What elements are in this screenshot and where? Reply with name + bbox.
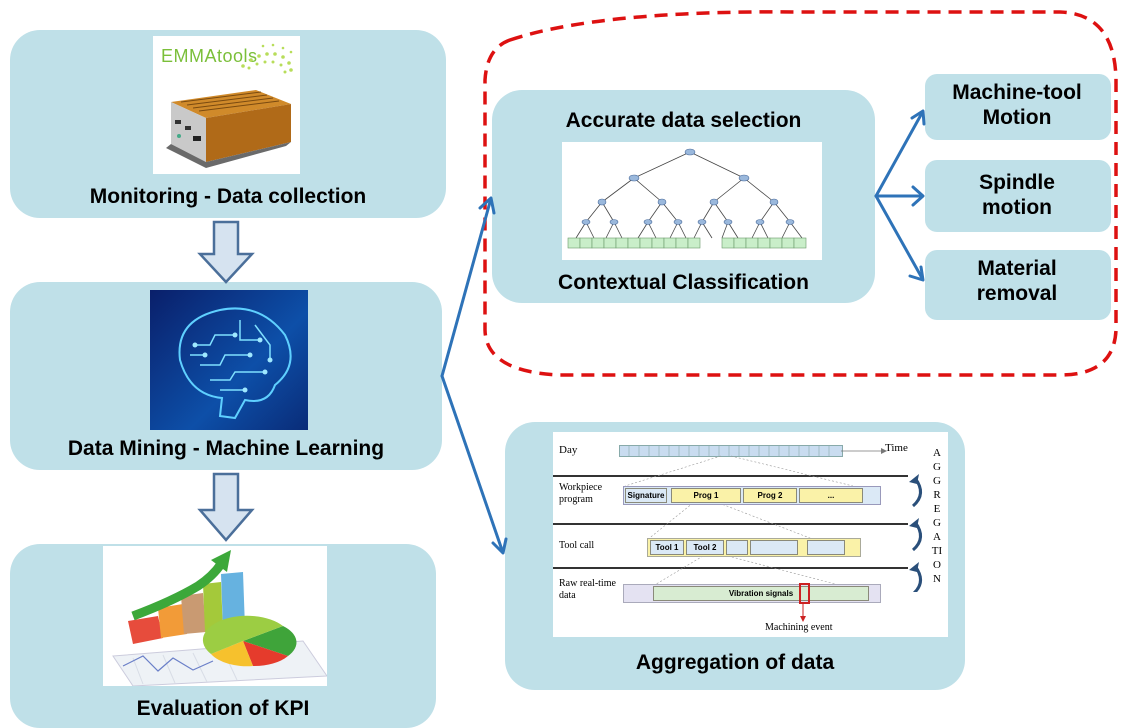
row-label-day: Day xyxy=(559,444,578,456)
emma-logo: EMMAtools xyxy=(161,46,258,66)
logo-swirl-icon xyxy=(241,43,293,74)
brain-circuit-image xyxy=(150,290,308,430)
brain-circuit-icon xyxy=(178,307,292,420)
classification-label: Contextual Classification xyxy=(558,271,809,294)
aggregation-loop-arrows-icon xyxy=(909,474,922,592)
aggregation-side-word: AGGREGATION xyxy=(931,447,943,585)
seg-tool5 xyxy=(807,540,845,555)
output-box-machine-tool-motion xyxy=(925,74,1111,140)
seg-tool4 xyxy=(750,540,798,555)
time-label: Time xyxy=(885,442,908,454)
down-arrow-2-icon xyxy=(197,472,255,542)
event-label: Machining event xyxy=(765,622,833,633)
emma-device-image: EMMAtools xyxy=(153,36,300,174)
seg-tool3 xyxy=(726,540,748,555)
monitoring-label: Monitoring - Data collection xyxy=(89,185,367,208)
aggregation-diagram: Day Time Workpiece program Signature Pro… xyxy=(553,432,948,637)
event-arrow-icon xyxy=(800,602,806,622)
classification-title: Accurate data selection xyxy=(565,109,802,132)
seg-prog2: Prog 2 xyxy=(743,488,797,503)
aggregation-label: Aggregation of data xyxy=(635,651,835,674)
kpi-label: Evaluation of KPI xyxy=(136,697,310,720)
seg-prog1: Prog 1 xyxy=(671,488,741,503)
kpi-chart-image xyxy=(103,546,327,686)
decision-tree-image xyxy=(562,142,822,260)
row-label-workpiece: Workpiece program xyxy=(559,482,603,505)
arrow-to-aggregation xyxy=(440,374,504,552)
decision-tree-icon xyxy=(567,148,807,249)
time-arrow-icon xyxy=(841,448,887,454)
output-box-spindle-motion xyxy=(925,160,1111,232)
row-dividers xyxy=(553,455,908,587)
output-label-spindle-motion: Spindle motion xyxy=(979,171,1055,220)
seg-tool1: Tool 1 xyxy=(650,540,684,555)
output-label-machine-tool-motion: Machine-tool Motion xyxy=(952,81,1082,130)
down-arrow-1-icon xyxy=(197,220,255,284)
event-marker xyxy=(799,583,810,604)
seg-tool2: Tool 2 xyxy=(686,540,724,555)
day-ticks xyxy=(628,445,830,456)
output-label-material-removal: Material removal xyxy=(976,257,1058,306)
arrow-to-classification xyxy=(440,200,492,378)
industrial-pc-icon xyxy=(166,90,291,168)
seg-prog-more: ... xyxy=(799,488,863,503)
seg-signature: Signature xyxy=(625,488,667,503)
row-label-tool: Tool call xyxy=(559,540,595,551)
arrow-to-material xyxy=(874,194,924,280)
arrow-to-machine-tool xyxy=(874,111,924,198)
row-label-raw: Raw real-time data xyxy=(559,578,616,601)
seg-vibration: Vibration signals xyxy=(653,586,869,601)
mining-label: Data Mining - Machine Learning xyxy=(67,437,385,460)
output-box-material-removal xyxy=(925,250,1111,320)
kpi-chart-icon xyxy=(112,550,327,686)
